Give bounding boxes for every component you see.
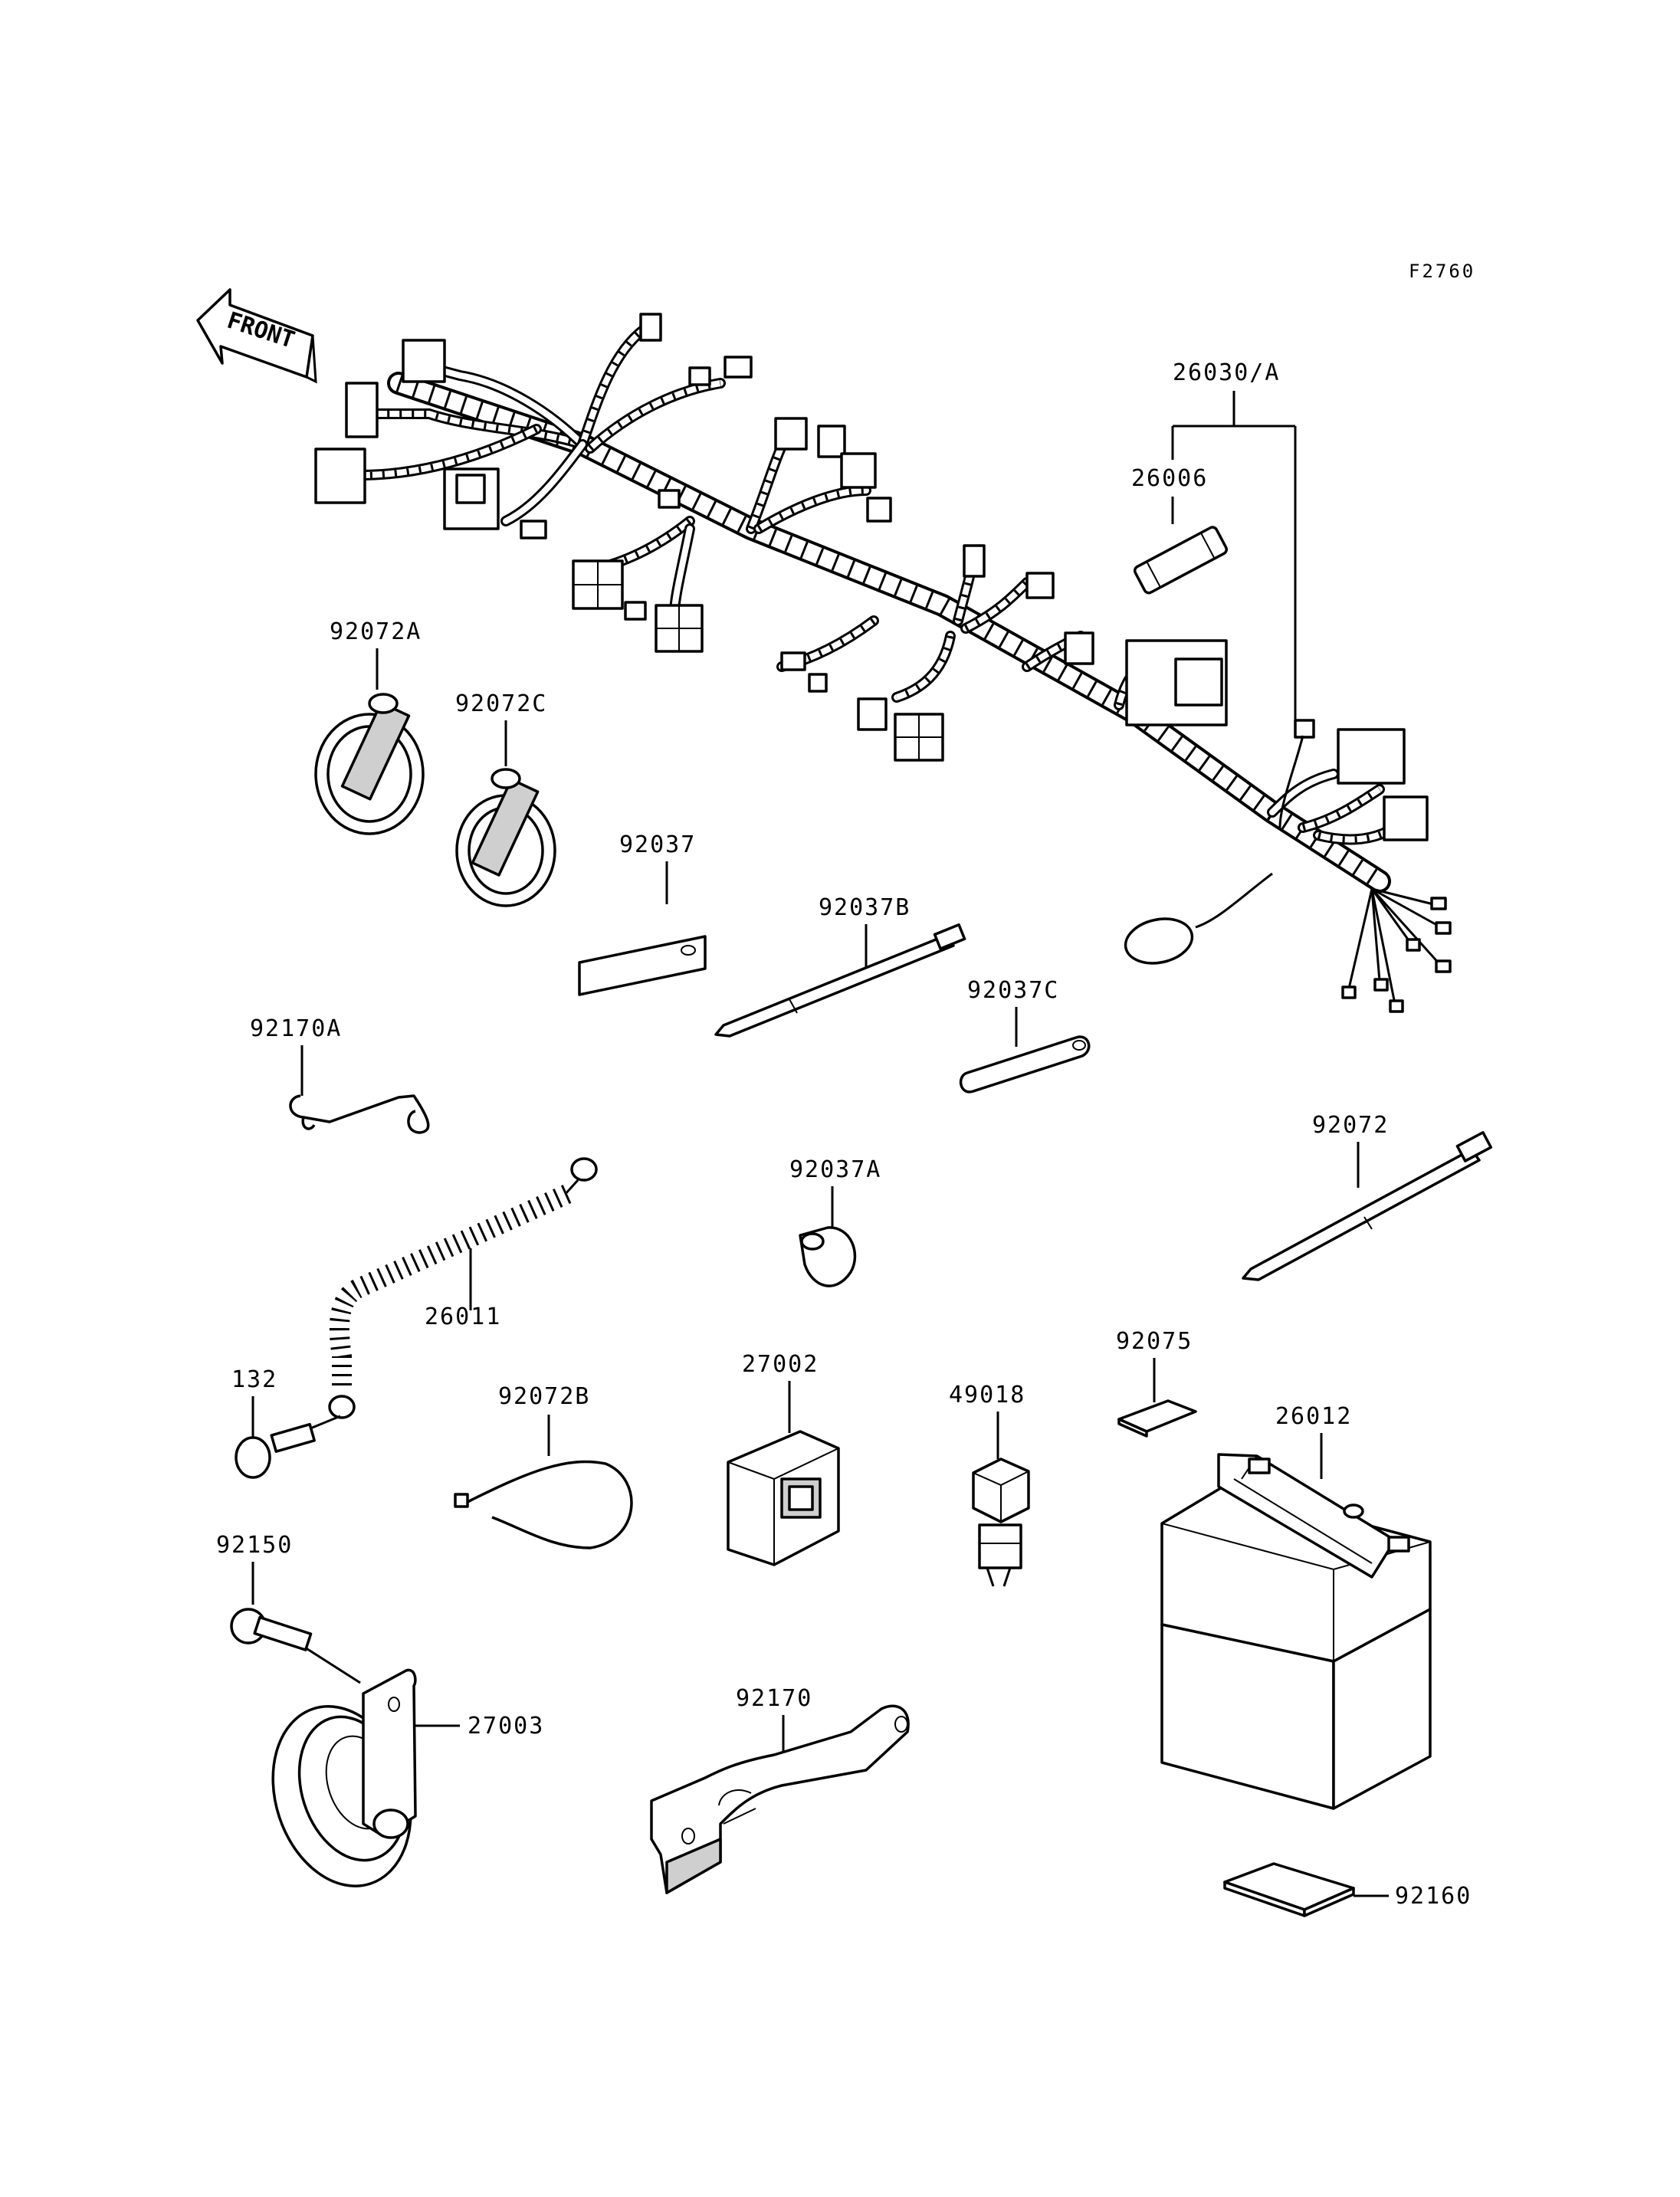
label-92072a: 92072A bbox=[330, 618, 422, 645]
label-49018: 49018 bbox=[949, 1382, 1025, 1408]
label-92170: 92170 bbox=[736, 1685, 812, 1712]
label-92037b: 92037B bbox=[819, 894, 911, 921]
pad-92160-icon bbox=[1223, 1862, 1355, 1917]
label-27002: 27002 bbox=[742, 1351, 819, 1378]
bolt-92150-icon bbox=[230, 1608, 361, 1684]
clamp-92072a-icon bbox=[314, 693, 425, 835]
strap-92037-icon bbox=[578, 935, 707, 996]
label-92037: 92037 bbox=[619, 831, 696, 858]
fuse-icon bbox=[1133, 526, 1229, 595]
figure-code: F2760 bbox=[1409, 261, 1475, 282]
leader-26030a bbox=[1171, 391, 1297, 720]
bracket-92170-icon bbox=[650, 1704, 910, 1894]
front-arrow-icon: FRONT bbox=[196, 288, 317, 384]
pad-92075-icon bbox=[1117, 1399, 1197, 1438]
label-92075: 92075 bbox=[1116, 1328, 1193, 1355]
bolt-132-icon bbox=[235, 1415, 341, 1479]
main-wiring-harness bbox=[314, 313, 1452, 1013]
label-92170a: 92170A bbox=[250, 1015, 342, 1042]
relay-49018-icon bbox=[972, 1458, 1030, 1587]
label-26030a: 26030/A bbox=[1173, 359, 1280, 386]
ground-lead-26011-icon bbox=[328, 1157, 598, 1419]
label-132: 132 bbox=[231, 1366, 277, 1393]
band-92037b-icon bbox=[714, 923, 966, 1038]
band-92037c-icon bbox=[959, 1035, 1091, 1094]
label-92072c: 92072C bbox=[455, 690, 547, 717]
label-26011: 26011 bbox=[425, 1303, 501, 1330]
label-92072: 92072 bbox=[1312, 1112, 1389, 1139]
band-92072b-icon bbox=[454, 1460, 633, 1549]
label-26006: 26006 bbox=[1131, 465, 1208, 492]
label-92150: 92150 bbox=[216, 1532, 293, 1559]
battery-26012-icon bbox=[1160, 1453, 1432, 1810]
band-92072-icon bbox=[1242, 1131, 1493, 1281]
label-92037a: 92037A bbox=[789, 1156, 881, 1183]
label-26012: 26012 bbox=[1275, 1403, 1352, 1430]
flasher-relay-27002-icon bbox=[727, 1430, 840, 1566]
label-92072b: 92072B bbox=[498, 1383, 590, 1410]
label-27003: 27003 bbox=[468, 1713, 544, 1740]
horn-27003-icon bbox=[271, 1668, 417, 1887]
label-92160: 92160 bbox=[1395, 1883, 1472, 1910]
clamp-92037a-icon bbox=[799, 1226, 857, 1287]
clamp-92072c-icon bbox=[455, 768, 556, 907]
spring-92170a-icon bbox=[289, 1094, 430, 1134]
label-92037c: 92037C bbox=[967, 977, 1059, 1004]
